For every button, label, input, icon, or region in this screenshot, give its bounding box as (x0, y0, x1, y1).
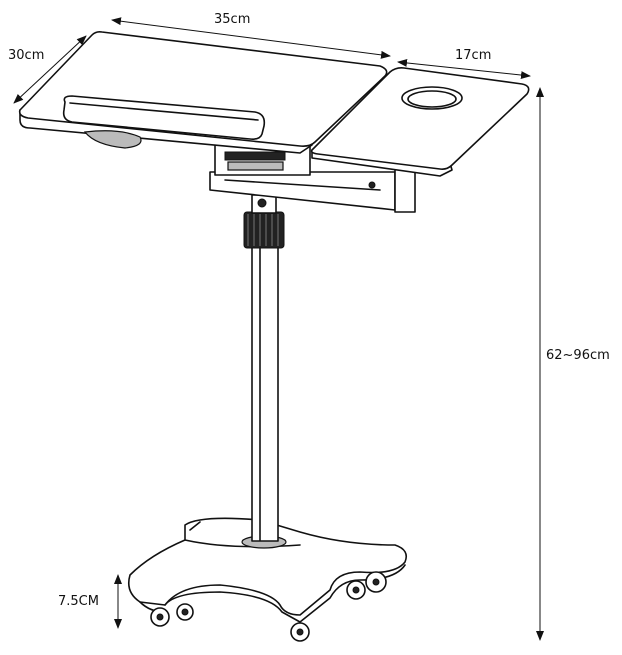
side-tray (310, 67, 530, 177)
main-tray (18, 31, 388, 154)
side-tray-label: 17cm (455, 48, 492, 63)
width-dimension-line (111, 17, 391, 59)
column (243, 194, 285, 542)
wheels (150, 571, 387, 642)
width-label: 35cm (214, 12, 251, 27)
side-tray-dimension-line (397, 58, 531, 80)
base (127, 517, 408, 623)
height-range-label: 62~96cm (546, 348, 610, 363)
depth-label: 30cm (8, 48, 45, 63)
depth-dimension-line (13, 35, 87, 104)
base-height-label: 7.5CM (58, 594, 99, 609)
dimension-lines (13, 17, 544, 641)
